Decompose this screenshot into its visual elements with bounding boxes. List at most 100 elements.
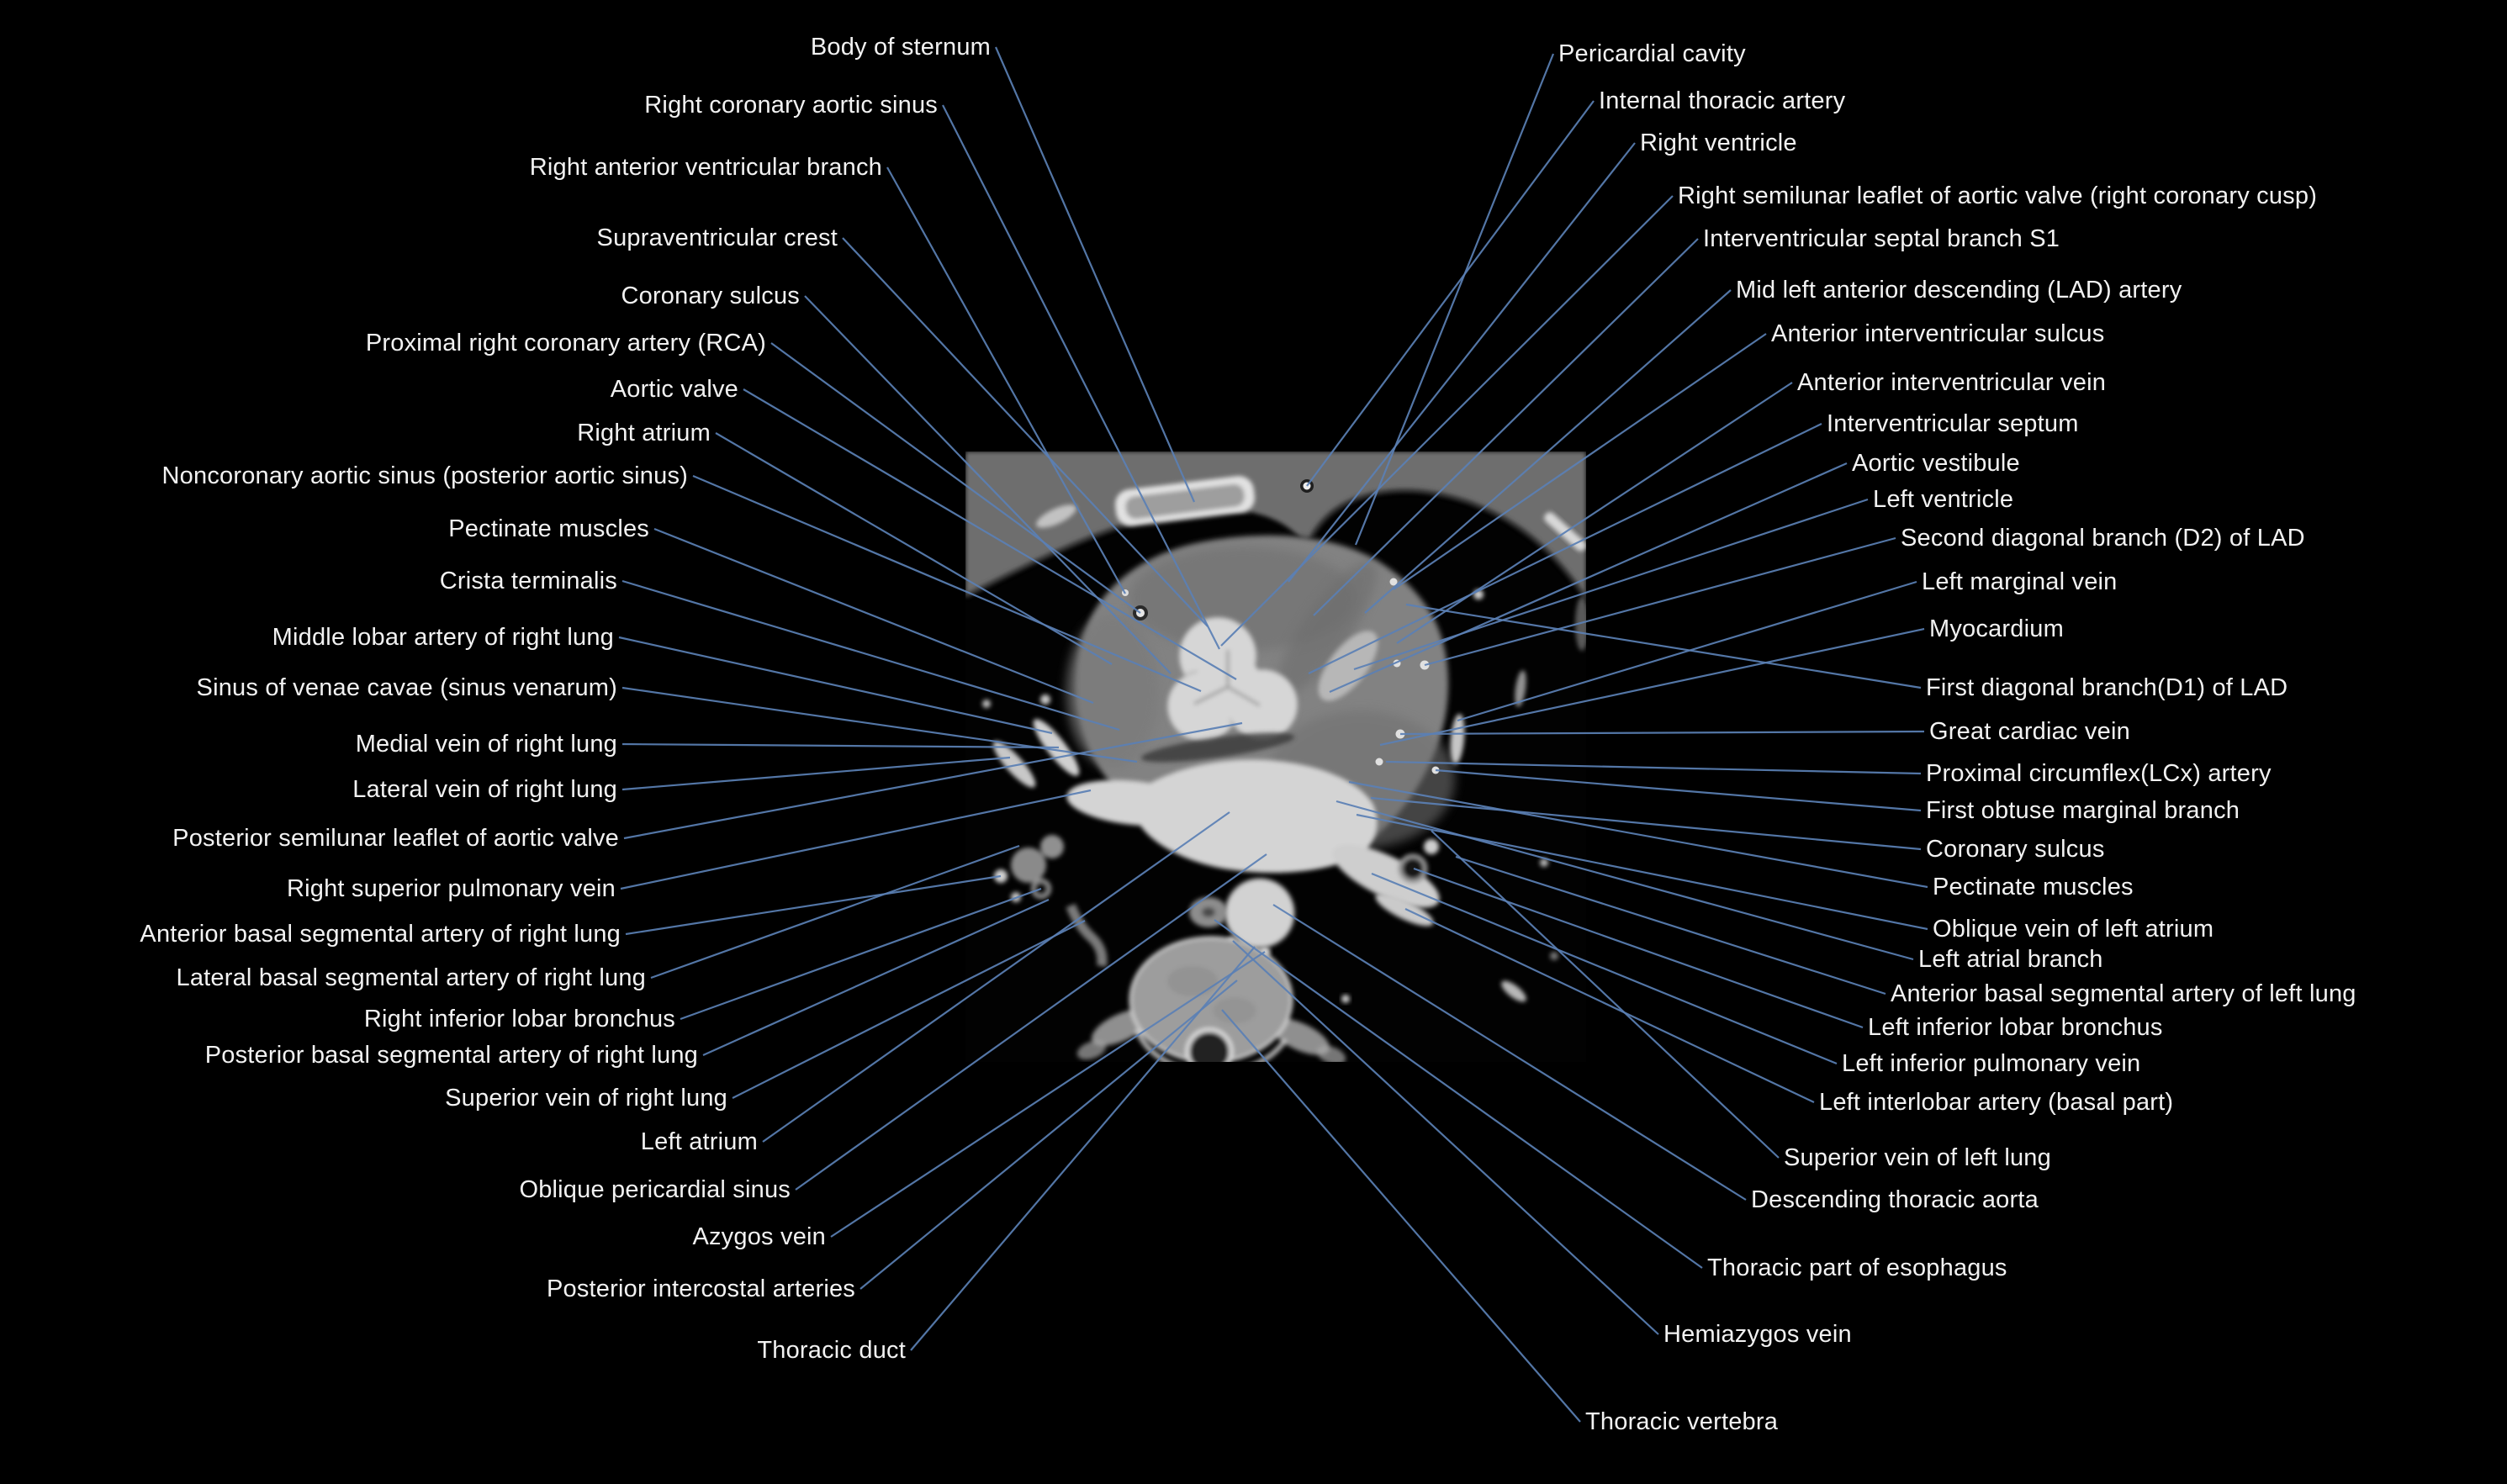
interventricular-septum-region <box>1277 561 1378 695</box>
leader-line-coronary-sulcus <box>1370 796 1922 851</box>
left-lung-vessels <box>1375 589 1558 1002</box>
leader-line-left-ventricle <box>1353 498 1869 671</box>
intercostal-artery-dot-2 <box>1341 995 1350 1003</box>
leader-line-anterior-interventricular-sulcus <box>1393 333 1767 590</box>
leader-line-right-ventricle <box>1288 142 1636 583</box>
right-ventricle-region <box>1129 547 1357 651</box>
leader-line-left-marginal-vein <box>1457 580 1917 722</box>
label-pectinate-muscles: Pectinate muscles <box>448 515 649 542</box>
leader-line-medial-vein-of-right-lung <box>621 742 1060 749</box>
leader-line-proximal-right-coronary-artery-rca <box>770 342 1141 614</box>
leader-line-interventricular-septal-branch-s1 <box>1313 238 1699 616</box>
leader-line-hemiazygos-vein <box>1232 940 1659 1335</box>
label-first-obtuse-marginal-branch: First obtuse marginal branch <box>1926 797 2240 824</box>
label-right-superior-pulmonary-vein: Right superior pulmonary vein <box>286 875 616 902</box>
leader-line-left-interlobar-artery-basal-part <box>1404 908 1815 1103</box>
leader-line-first-obtuse-marginal-branch <box>1435 768 1922 812</box>
leader-line-superior-vein-of-right-lung <box>732 920 1086 1099</box>
leader-line-great-cardiac-vein <box>1399 730 1925 736</box>
leader-line-anterior-basal-segmental-artery-of-right-lung <box>625 874 1002 936</box>
label-superior-vein-of-right-lung: Superior vein of right lung <box>445 1085 727 1112</box>
label-aortic-valve: Aortic valve <box>610 376 738 403</box>
label-coronary-sulcus: Coronary sulcus <box>621 283 800 309</box>
label-great-cardiac-vein: Great cardiac vein <box>1929 718 2130 745</box>
label-superior-vein-of-left-lung: Superior vein of left lung <box>1784 1144 2051 1171</box>
label-left-inferior-lobar-bronchus: Left inferior lobar bronchus <box>1868 1014 2163 1041</box>
right-superior-pulmonary-vein <box>1066 779 1201 826</box>
label-left-inferior-pulmonary-vein: Left inferior pulmonary vein <box>1842 1050 2141 1077</box>
leader-line-anterior-interventricular-vein <box>1396 382 1793 644</box>
esophagus <box>1189 897 1228 927</box>
label-supraventricular-crest: Supraventricular crest <box>596 224 838 251</box>
label-right-ventricle: Right ventricle <box>1640 129 1797 156</box>
leader-line-left-inferior-lobar-bronchus <box>1413 867 1864 1029</box>
leader-line-posterior-intercostal-arteries <box>859 980 1238 1290</box>
label-posterior-intercostal-arteries: Posterior intercostal arteries <box>546 1275 855 1302</box>
label-interventricular-septal-branch-s1: Interventricular septal branch S1 <box>1703 225 2060 252</box>
label-anterior-basal-segmental-artery-of-left-lung: Anterior basal segmental artery of left … <box>1891 980 2356 1007</box>
left-inferior-pulmonary-vein <box>1332 844 1440 908</box>
leader-line-sinus-of-venae-cavae-sinus-venarum <box>621 686 1138 763</box>
label-pericardial-cavity: Pericardial cavity <box>1558 40 1746 67</box>
label-second-diagonal-branch-d2-of-lad: Second diagonal branch (D2) of LAD <box>1901 525 2305 552</box>
label-anterior-basal-segmental-artery-of-right-lung: Anterior basal segmental artery of right… <box>140 921 621 948</box>
leader-line-first-diagonal-branch-d1-of-lad <box>1405 603 1922 689</box>
leader-line-mid-left-anterior-descending-lad-artery <box>1364 289 1732 614</box>
label-middle-lobar-artery-of-right-lung: Middle lobar artery of right lung <box>272 624 614 651</box>
label-right-inferior-lobar-bronchus: Right inferior lobar bronchus <box>363 1006 675 1032</box>
leader-line-azygos-vein <box>830 951 1266 1238</box>
leader-line-second-diagonal-branch-d2-of-lad <box>1424 536 1896 667</box>
label-left-marginal-vein: Left marginal vein <box>1922 568 2118 595</box>
leader-line-aortic-vestibule <box>1329 462 1848 694</box>
label-right-semilunar-leaflet-of-aortic-valve-right-coronary-cusp: Right semilunar leaflet of aortic valve … <box>1678 182 2318 209</box>
label-thoracic-duct: Thoracic duct <box>757 1337 906 1364</box>
chest-wall <box>965 452 1586 599</box>
label-descending-thoracic-aorta: Descending thoracic aorta <box>1751 1186 2039 1213</box>
leader-line-interventricular-septum <box>1308 423 1822 674</box>
leader-line-left-inferior-pulmonary-vein <box>1371 872 1838 1065</box>
label-azygos-vein: Azygos vein <box>692 1223 826 1250</box>
leader-line-pericardial-cavity <box>1354 53 1555 546</box>
leader-line-coronary-sulcus <box>804 295 1172 674</box>
label-thoracic-part-of-esophagus: Thoracic part of esophagus <box>1707 1254 2007 1281</box>
leader-line-myocardium <box>1379 627 1925 747</box>
leader-line-aortic-valve <box>743 388 1237 680</box>
label-right-coronary-aortic-sinus: Right coronary aortic sinus <box>644 92 938 119</box>
label-medial-vein-of-right-lung: Medial vein of right lung <box>355 731 617 758</box>
leader-line-right-anterior-ventricular-branch <box>886 166 1126 594</box>
label-right-anterior-ventricular-branch: Right anterior ventricular branch <box>529 154 882 181</box>
label-posterior-semilunar-leaflet-of-aortic-valve: Posterior semilunar leaflet of aortic va… <box>172 825 619 852</box>
label-crista-terminalis: Crista terminalis <box>439 568 617 594</box>
label-left-atrial-branch: Left atrial branch <box>1918 946 2103 973</box>
label-lateral-basal-segmental-artery-of-right-lung: Lateral basal segmental artery of right … <box>176 964 646 991</box>
left-superior-pulmonary-vein-dot <box>1424 839 1439 854</box>
right-atrium-region <box>1066 614 1159 768</box>
leader-line-left-atrial-branch <box>1335 800 1914 961</box>
left-costal-cartilage <box>1036 504 1076 528</box>
leader-line-internal-thoracic-artery <box>1306 100 1595 487</box>
leader-line-noncoronary-aortic-sinus-posterior-aortic-sinus <box>692 474 1202 693</box>
descending-aorta <box>1224 878 1295 948</box>
label-left-atrium: Left atrium <box>640 1128 758 1155</box>
label-sinus-of-venae-cavae-sinus-venarum: Sinus of venae cavae (sinus venarum) <box>196 674 617 701</box>
leader-line-superior-vein-of-left-lung <box>1431 830 1780 1159</box>
label-body-of-sternum: Body of sternum <box>810 34 991 61</box>
label-pectinate-muscles: Pectinate muscles <box>1933 874 2134 900</box>
label-aortic-vestibule: Aortic vestibule <box>1852 450 2020 477</box>
leader-line-middle-lobar-artery-of-right-lung <box>618 636 1053 735</box>
label-anterior-interventricular-sulcus: Anterior interventricular sulcus <box>1771 320 2105 347</box>
leader-line-right-inferior-lobar-bronchus <box>680 887 1042 1021</box>
label-proximal-right-coronary-artery-rca: Proximal right coronary artery (RCA) <box>365 330 766 356</box>
label-first-diagonal-branch-d1-of-lad: First diagonal branch(D1) of LAD <box>1926 674 2288 701</box>
leader-line-thoracic-duct <box>910 946 1256 1351</box>
leader-line-body-of-sternum <box>994 46 1196 503</box>
leader-line-thoracic-part-of-esophagus <box>1214 919 1703 1269</box>
leader-line-left-atrium <box>762 811 1230 1143</box>
leader-line-posterior-basal-segmental-artery-of-right-lung <box>702 898 1050 1057</box>
leader-line-thoracic-vertebra <box>1221 1009 1581 1423</box>
left-atrium <box>1066 759 1440 908</box>
label-proximal-circumflex-lcx-artery: Proximal circumflex(LCx) artery <box>1926 760 2272 787</box>
